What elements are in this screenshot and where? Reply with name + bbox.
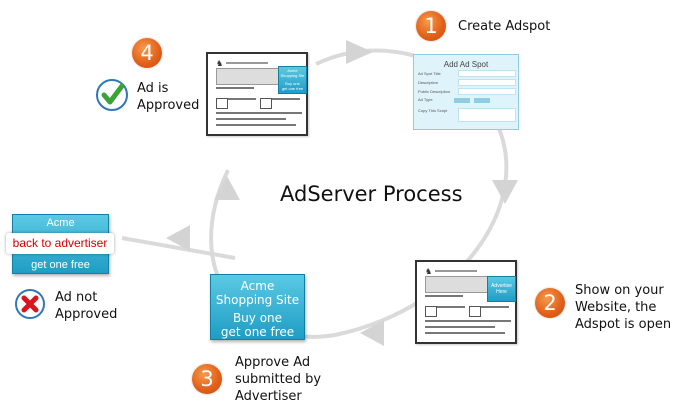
form-label-description: Description <box>418 80 439 85</box>
step-2-line-1: Show on your <box>575 283 664 298</box>
step-2-badge: 2 <box>535 288 565 318</box>
check-icon <box>96 79 128 111</box>
arrowhead-reject <box>166 225 190 251</box>
add-ad-spot-form: Add Ad Spot Ad Spot Title Description Pu… <box>413 54 519 130</box>
arrowhead-top <box>346 40 373 64</box>
form-input-public-description <box>458 88 516 95</box>
arrowhead-bottom <box>360 320 384 346</box>
text-line <box>425 332 505 334</box>
text-line <box>216 87 254 89</box>
text-line <box>216 118 286 120</box>
text-line <box>272 98 300 100</box>
step-2-line-3: Adspot is open <box>575 317 672 332</box>
form-script-box <box>458 108 516 122</box>
step-3-caption: Approve Ad submitted by Advertiser <box>235 354 321 405</box>
step-1-caption: Create Adspot <box>458 19 551 34</box>
step-3-badge: 3 <box>192 364 222 394</box>
form-title: Add Ad Spot <box>443 60 489 69</box>
arrowhead-left-top <box>214 176 240 200</box>
submitted-acme-ad: Acme Shopping Site Buy one get one free <box>210 274 305 340</box>
ad-line-2: Shopping Ste <box>280 73 305 78</box>
form-label-title: Ad Spot Title <box>418 71 441 76</box>
ad-line-3: Buy one <box>285 81 300 86</box>
arrowhead-right <box>492 180 518 204</box>
text-line <box>425 295 463 297</box>
step-3-line-1: Approve Ad <box>235 355 311 370</box>
text-line <box>425 326 495 328</box>
header-line <box>435 270 477 272</box>
not-approved-line-2: Approved <box>55 307 118 322</box>
rejected-ad-top: Acme <box>46 217 75 229</box>
form-ad-type-option-b <box>474 98 490 103</box>
webpage-mockup-approved: ♞ Acme Shopping Ste Buy one get one free <box>206 52 308 136</box>
banner-placeholder <box>425 276 489 293</box>
advertise-line-1: Advertise <box>491 283 512 289</box>
ad-line-4: get one free <box>281 86 304 91</box>
approved-line-1: Ad is <box>137 81 169 96</box>
webpage-mockup-open-spot: ♞ Advertise Here <box>415 260 517 344</box>
back-to-advertiser-button[interactable]: back to advertiser <box>6 233 114 254</box>
thumb-box <box>216 98 228 109</box>
acme-ad-line-1: Acme <box>240 279 275 293</box>
advertise-line-2: Here <box>496 289 507 295</box>
not-approved-caption: Ad not Approved <box>55 289 117 323</box>
acme-ad-line-2: Shopping Site <box>215 293 300 307</box>
header-line <box>226 62 268 64</box>
step-1-badge: 1 <box>416 11 446 41</box>
diagram-title: AdServer Process <box>280 182 463 206</box>
form-input-title <box>458 70 516 77</box>
text-line <box>216 124 296 126</box>
ad-line-1: Acme <box>287 68 298 73</box>
form-label-public-description: Public Description <box>418 89 451 94</box>
step-2-line-2: Website, the <box>575 300 657 315</box>
step-3-line-2: submitted by <box>235 372 322 387</box>
rejected-ad-bottom: get one free <box>31 259 90 271</box>
approved-ad-small: Acme Shopping Ste Buy one get one free <box>278 66 307 94</box>
step-2-caption: Show on your Website, the Adspot is open <box>575 282 671 333</box>
approved-line-2: Approved <box>137 98 200 113</box>
acme-ad-line-3: Buy one <box>232 311 283 325</box>
logo-icon: ♞ <box>425 267 433 276</box>
banner-placeholder <box>216 68 280 85</box>
text-line <box>425 320 511 322</box>
acme-ad-line-4: get one free <box>220 325 295 339</box>
thumb-box <box>469 306 481 317</box>
text-line <box>228 98 256 100</box>
form-input-description <box>458 79 516 86</box>
logo-icon: ♞ <box>216 59 224 68</box>
reject-connector <box>121 236 236 260</box>
step-3-line-3: Advertiser <box>235 389 302 404</box>
advertise-here-spot: Advertise Here <box>487 276 516 302</box>
text-line <box>437 306 465 308</box>
form-label-ad-type: Ad Type <box>418 97 433 102</box>
thumb-box <box>260 98 272 109</box>
not-approved-line-1: Ad not <box>55 290 98 305</box>
cross-icon <box>15 289 45 319</box>
form-ad-type-option-a <box>454 98 470 103</box>
step-4-badge: 4 <box>132 38 162 68</box>
form-label-script: Copy This Script <box>418 108 448 113</box>
approved-caption: Ad is Approved <box>137 80 199 114</box>
text-line <box>481 306 509 308</box>
text-line <box>216 112 302 114</box>
thumb-box <box>425 306 437 317</box>
